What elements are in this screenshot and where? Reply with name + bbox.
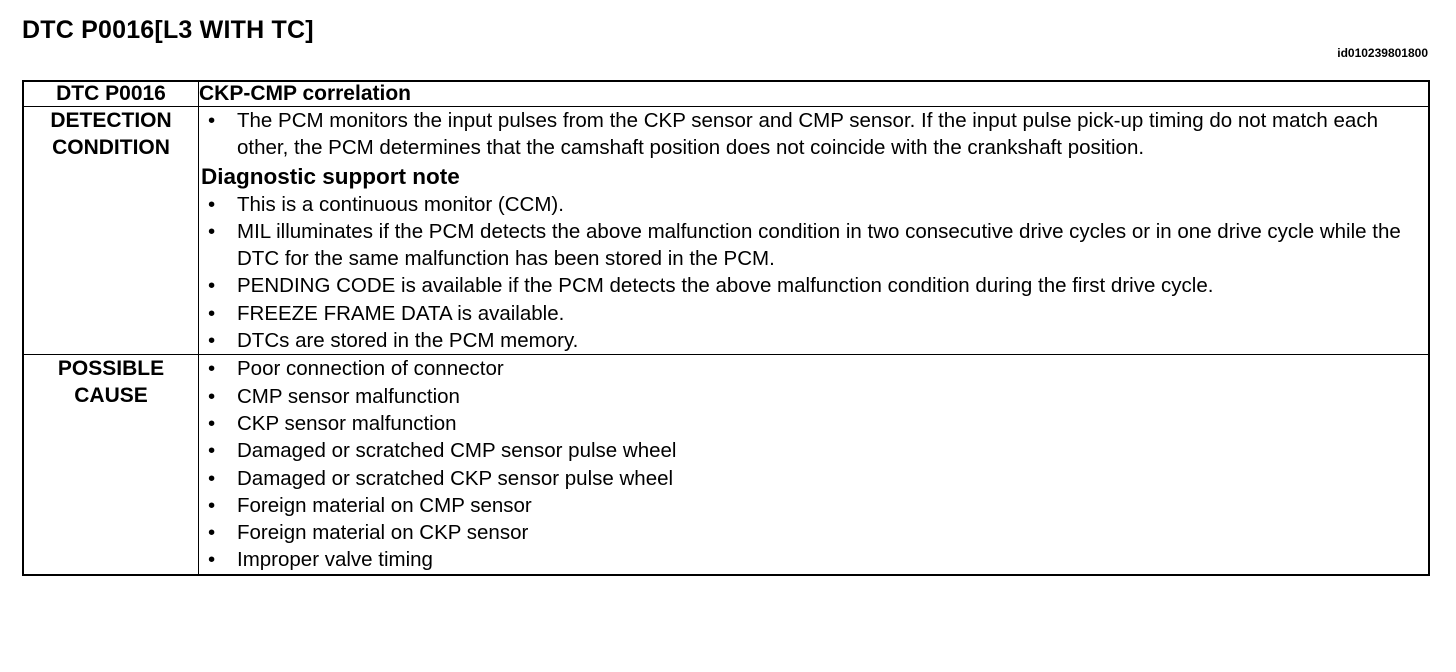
list-item: Damaged or scratched CKP sensor pulse wh…	[199, 465, 1428, 493]
possible-cause-list: Poor connection of connector CMP sensor …	[199, 355, 1428, 574]
dtc-table: DTC P0016 CKP-CMP correlation DETECTION …	[22, 80, 1430, 576]
detection-condition-content: The PCM monitors the input pulses from t…	[198, 105, 1430, 356]
diagnostic-note-heading: Diagnostic support note	[201, 163, 460, 189]
page-title: DTC P0016[L3 WITH TC]	[22, 16, 314, 44]
possible-cause-label: POSSIBLE CAUSE	[22, 354, 199, 576]
cause-label-line2: CAUSE	[74, 384, 148, 408]
document-id: id010239801800	[1337, 46, 1428, 60]
list-item: Improper valve timing	[199, 546, 1428, 574]
detection-condition-row: DETECTION CONDITION The PCM monitors the…	[22, 105, 1430, 356]
detection-label-line1: DETECTION	[50, 109, 172, 132]
possible-cause-content: Poor connection of connector CMP sensor …	[198, 354, 1430, 576]
detection-intro-list: The PCM monitors the input pulses from t…	[199, 107, 1428, 162]
cause-label-line1: POSSIBLE	[57, 357, 165, 381]
list-item: Poor connection of connector	[199, 355, 1428, 383]
possible-cause-row: POSSIBLE CAUSE Poor connection of connec…	[22, 354, 1430, 576]
dtc-name-cell: CKP-CMP correlation	[198, 80, 1430, 107]
list-item: CMP sensor malfunction	[199, 383, 1428, 411]
diagnostic-note-list: This is a continuous monitor (CCM). MIL …	[199, 191, 1428, 355]
list-item: PENDING CODE is available if the PCM det…	[199, 272, 1428, 300]
list-item: The PCM monitors the input pulses from t…	[199, 107, 1428, 162]
list-item: MIL illuminates if the PCM detects the a…	[199, 218, 1428, 273]
list-item: FREEZE FRAME DATA is available.	[199, 300, 1428, 328]
list-item: Foreign material on CMP sensor	[199, 492, 1428, 520]
dtc-code-cell: DTC P0016	[22, 80, 199, 107]
detection-label-line2: CONDITION	[52, 136, 170, 159]
table-header-row: DTC P0016 CKP-CMP correlation	[22, 80, 1430, 107]
list-item: Foreign material on CKP sensor	[199, 519, 1428, 547]
list-item: CKP sensor malfunction	[199, 410, 1428, 438]
list-item: DTCs are stored in the PCM memory.	[199, 327, 1428, 355]
list-item: This is a continuous monitor (CCM).	[199, 191, 1428, 219]
detection-condition-label: DETECTION CONDITION	[22, 105, 199, 356]
list-item: Damaged or scratched CMP sensor pulse wh…	[199, 437, 1428, 465]
